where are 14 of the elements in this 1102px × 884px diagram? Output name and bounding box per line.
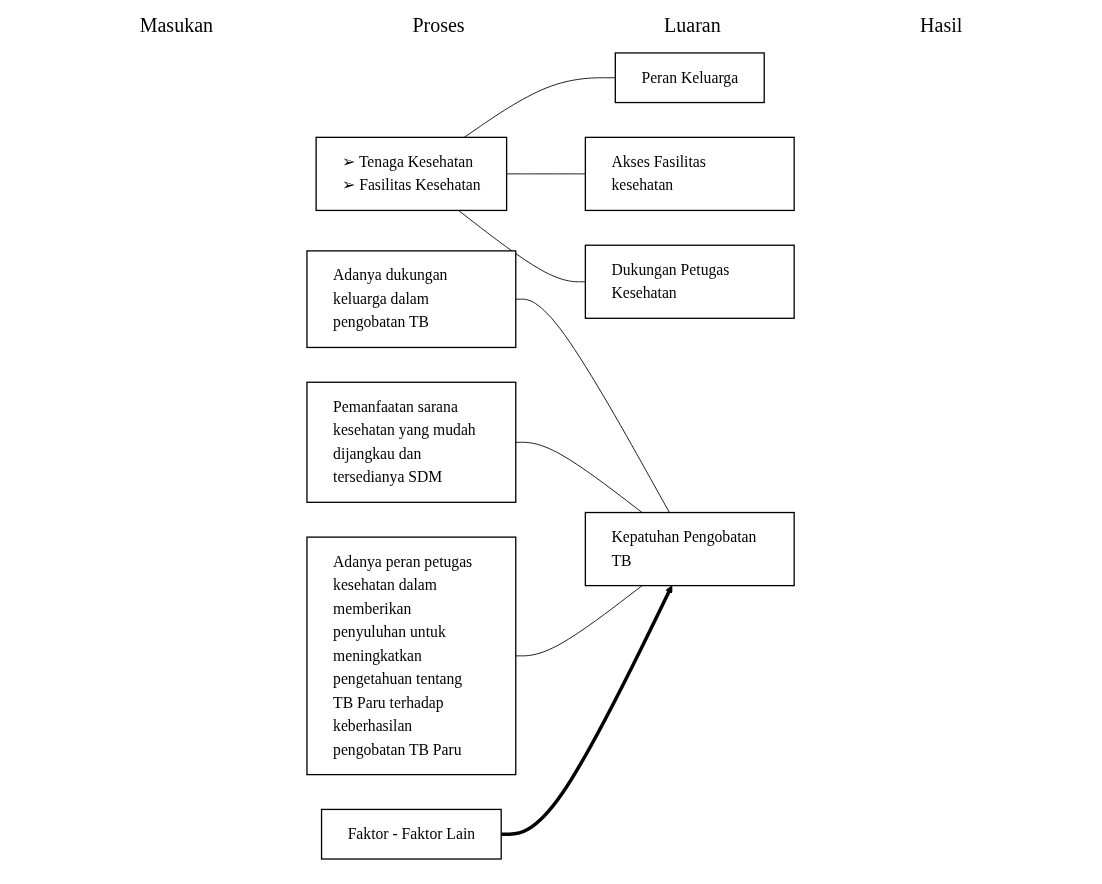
arrow	[501, 585, 673, 836]
column-heading: Masukan	[139, 14, 213, 37]
node-box: ➢ Tenaga Kesehatan ➢ Fasilitas Kesehatan	[315, 136, 508, 212]
node-box: Adanya peran petugas kesehatan dalam memberikan penyuluhan untuk meningkatkan pengetahuan tentang TB Paru terhadap keberhasilan pengobatan TB Paru	[306, 536, 517, 776]
node-box: Adanya dukungan keluarga dalam pengobatan TB	[306, 250, 517, 349]
node-box: Akses Fasilitas kesehatan	[585, 136, 796, 212]
column-heading: Hasil	[920, 14, 963, 37]
column-heading: Luaran	[664, 14, 721, 37]
column-heading: Proses	[412, 14, 465, 37]
node-box: Pemanfaatan sarana kesehatan yang mudah dijangkau dan tersedianya SDM	[306, 381, 517, 503]
node-box: Kepatuhan Pengobatan TB	[585, 511, 796, 587]
node-box: Faktor - Faktor Lain	[321, 808, 503, 860]
node-box: Dukungan Petugas Kesehatan	[585, 244, 796, 319]
node-box: Peran Keluarga	[615, 52, 766, 104]
